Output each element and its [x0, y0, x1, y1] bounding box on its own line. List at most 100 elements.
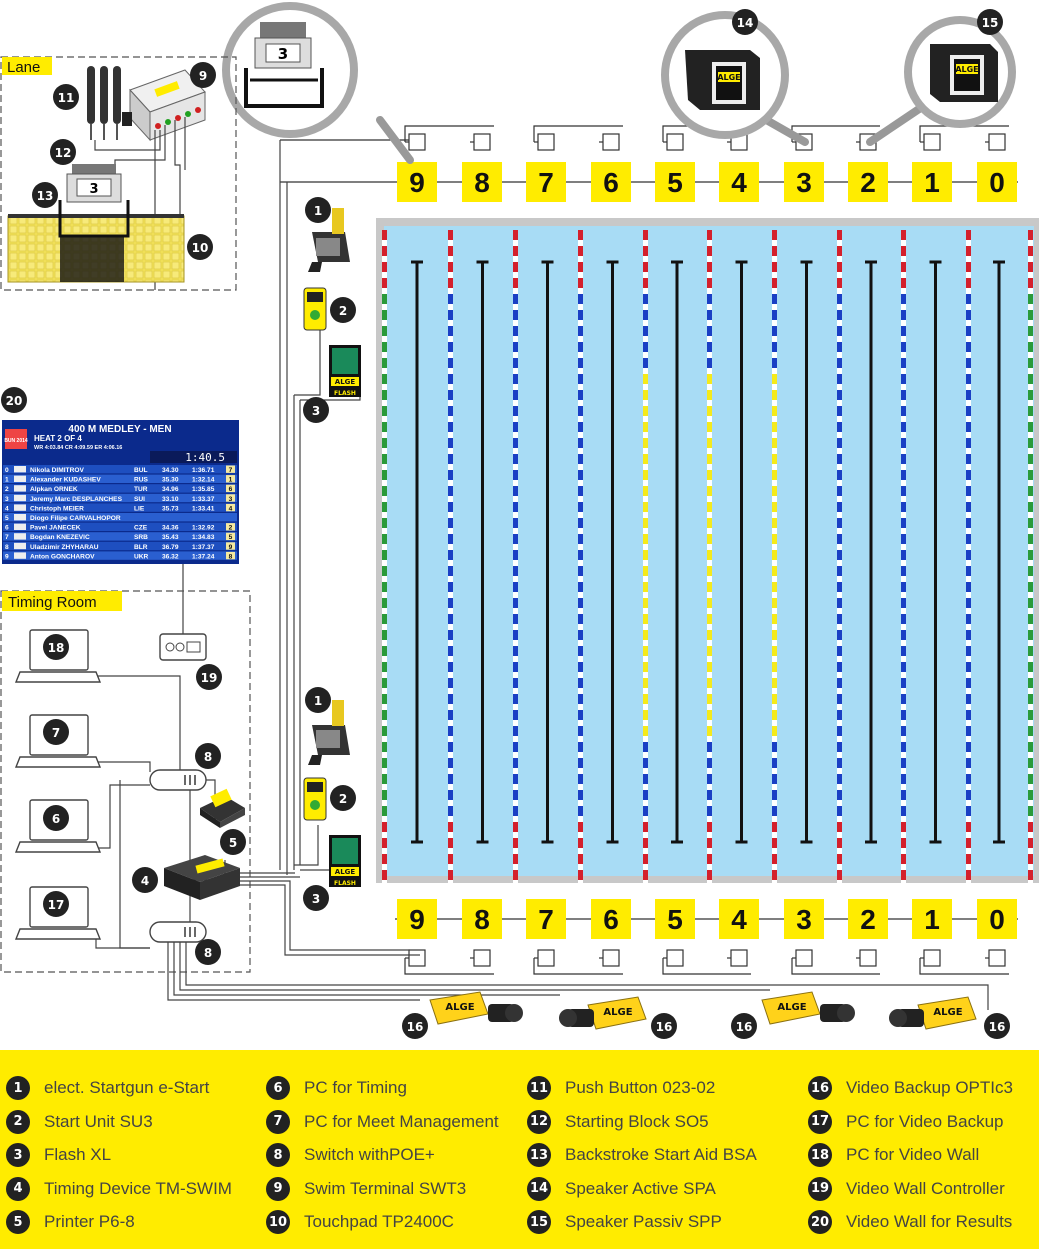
- lane-number: 1: [924, 904, 940, 935]
- camera-logo: ALGE: [777, 1002, 806, 1013]
- video-wall-cell: 36.32: [162, 553, 179, 560]
- legend-item: 1 elect. Startgun e-Start: [6, 1073, 209, 1103]
- callout-10: [187, 234, 213, 260]
- svg-text:16: 16: [736, 1020, 753, 1034]
- swim-terminal-zoom: 3: [222, 2, 414, 164]
- legend-number: 2: [6, 1109, 30, 1134]
- lane-number: 3: [796, 904, 812, 935]
- lane-group-label: Lane: [7, 59, 40, 76]
- callout-4: [132, 867, 158, 893]
- lane-number-box: [977, 899, 1017, 939]
- pc-video-backup-icon: 17: [14, 886, 102, 940]
- flash-icon: ALGE FLASH: [329, 345, 361, 397]
- video-wall-cell: 9: [5, 553, 9, 560]
- callout-7: 7: [52, 726, 60, 740]
- video-wall-cell: 8: [5, 544, 9, 551]
- legend-label: elect. Startgun e-Start: [44, 1078, 210, 1097]
- legend-label: Switch withPOE+: [304, 1145, 435, 1165]
- printer-icon: [200, 788, 245, 828]
- touchpad-connector: [602, 133, 620, 151]
- legend-number: 10: [266, 1210, 290, 1235]
- video-wall-cell: 1:33.37: [192, 496, 215, 503]
- legend-label: PC for Timing: [304, 1078, 407, 1097]
- svg-text:3: 3: [312, 404, 320, 418]
- lane-number-box: [397, 162, 437, 202]
- svg-text:20: 20: [6, 394, 23, 408]
- video-wall-row: 5 Diogo Filipe CARVALHOPOR: [3, 513, 237, 522]
- lane-number-box: [655, 162, 695, 202]
- lane-number: 6: [603, 904, 619, 935]
- timing-room: Timing Room 18 7: [0, 590, 989, 1010]
- lane-number-box: [526, 162, 566, 202]
- legend-number: 4: [6, 1176, 30, 1201]
- video-wall-place: 3: [229, 496, 233, 503]
- lane-number: 3: [796, 167, 812, 198]
- svg-text:ALGE: ALGE: [335, 868, 356, 876]
- legend-label: Speaker Passiv SPP: [565, 1212, 722, 1232]
- touchpad-connector: [408, 133, 426, 151]
- lane-number-box: [784, 899, 824, 939]
- video-wall-cell: 1:33.41: [192, 505, 215, 512]
- video-wall-cell: BUL: [134, 467, 148, 474]
- callout-15: [977, 9, 1003, 35]
- video-wall-cell: 1:32.92: [192, 525, 215, 532]
- touchpad-connector: [602, 949, 620, 967]
- lane-number: 9: [409, 167, 425, 198]
- lane-number-box: [848, 899, 888, 939]
- video-wall-cell: Diogo Filipe CARVALHOPOR: [30, 515, 121, 522]
- lane-line: [929, 260, 942, 844]
- lane-line: [865, 260, 877, 844]
- legend-label: Start Unit SU3: [44, 1111, 153, 1131]
- lane-number-box: [462, 899, 502, 939]
- touchpad-connector: [795, 949, 813, 967]
- video-wall-cell: 1:37.37: [192, 544, 215, 551]
- touchpad-connector: [923, 133, 941, 151]
- callout-14: [732, 9, 758, 35]
- legend-number: 3: [6, 1143, 30, 1168]
- video-wall-cell: 35.43: [162, 534, 179, 541]
- start-equipment-bottom: ALGE FLASH 1 2 3: [294, 687, 361, 911]
- callout-16: [984, 1013, 1010, 1039]
- svg-text:FLASH: FLASH: [334, 880, 356, 887]
- startgun-icon: [308, 700, 350, 765]
- lane-rope: [643, 230, 648, 886]
- svg-text:14: 14: [737, 16, 754, 30]
- legend-number: 1: [6, 1076, 30, 1100]
- touchpad-connector: [666, 949, 684, 967]
- lane-number-box: [591, 162, 631, 202]
- callout-11: [53, 84, 79, 110]
- touchpad-connector: [537, 133, 555, 151]
- pc-meet-management-icon: 7: [14, 714, 102, 768]
- video-wall-cell: 1:32.14: [192, 477, 215, 484]
- lane-number-box: [719, 899, 759, 939]
- callout-1: [305, 197, 331, 223]
- legend-number: 5: [6, 1210, 30, 1235]
- video-wall-cell: 5: [5, 515, 9, 522]
- callout-3: [303, 397, 329, 423]
- video-wall-cell: Alexander KUDASHEV: [30, 477, 101, 484]
- lane-line: [735, 260, 748, 844]
- pc-video-wall-icon: 18: [14, 629, 102, 683]
- legend-label: PC for Video Backup: [846, 1111, 1004, 1131]
- lane-number-box: [397, 899, 437, 939]
- swim-terminal-icon: [122, 69, 206, 142]
- lane-rope: [448, 230, 453, 886]
- lane-line: [606, 260, 619, 844]
- camera-logo: ALGE: [603, 1007, 632, 1018]
- video-wall-records: WR 4:03.84 CR 4:09.59 ER 4:06.16: [34, 445, 122, 451]
- lane-number-box: [462, 162, 502, 202]
